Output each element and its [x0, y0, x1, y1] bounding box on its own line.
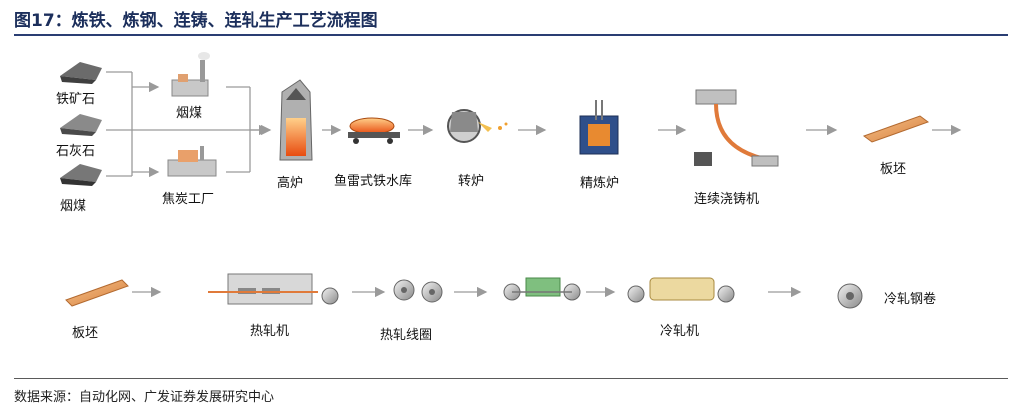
torpedo-car-icon: [348, 117, 400, 144]
label-continuous-caster: 连续浇铸机: [694, 192, 760, 207]
coal-raw-icon: [60, 164, 102, 186]
slab-icon-2: [65, 279, 129, 307]
hot-rolling-mill-icon: [208, 273, 339, 305]
slab-icon: [862, 115, 930, 143]
label-converter: 转炉: [458, 174, 485, 189]
blast-furnace-icon: [279, 79, 313, 161]
source-note: 数据来源：自动化网、广发证券发展研究中心: [14, 390, 275, 405]
connector-lines: [106, 71, 272, 178]
refining-furnace-icon: [579, 100, 619, 155]
label-slab: 板坯: [880, 162, 907, 177]
coal-processing-icon: [171, 52, 210, 97]
coke-plant-icon: [167, 146, 217, 177]
label-coke-plant: 焦炭工厂: [162, 192, 215, 207]
pickling-line-icon: [503, 277, 581, 301]
continuous-caster-icon: [694, 89, 779, 167]
label-blast-furnace: 高炉: [277, 176, 304, 191]
label-coal-raw: 烟煤: [60, 199, 87, 214]
hot-coil-icon: [393, 279, 443, 303]
cold-rolling-mill-icon: [627, 277, 735, 303]
label-cold-rolling-mill: 冷轧机: [660, 324, 700, 339]
label-slab-2: 板坯: [72, 326, 99, 341]
cold-coil-icon: [837, 283, 863, 309]
converter-icon: [447, 109, 508, 143]
title-rule: [14, 34, 1008, 36]
label-hot-coil: 热轧线圈: [380, 328, 433, 343]
label-coal-processing: 烟煤: [176, 106, 203, 121]
label-limestone: 石灰石: [56, 144, 96, 159]
label-hot-rolling-mill: 热轧机: [250, 324, 290, 339]
label-iron-ore: 铁矿石: [56, 92, 96, 107]
chart-title: 图17：炼铁、炼钢、连铸、连轧生产工艺流程图: [14, 11, 378, 31]
footer-rule: [14, 378, 1008, 379]
label-refining-furnace: 精炼炉: [580, 176, 620, 191]
label-torpedo-car: 鱼雷式铁水库: [334, 174, 413, 189]
limestone-icon: [60, 114, 102, 136]
iron-ore-icon: [60, 62, 102, 84]
label-cold-coil: 冷轧钢卷: [884, 292, 937, 307]
